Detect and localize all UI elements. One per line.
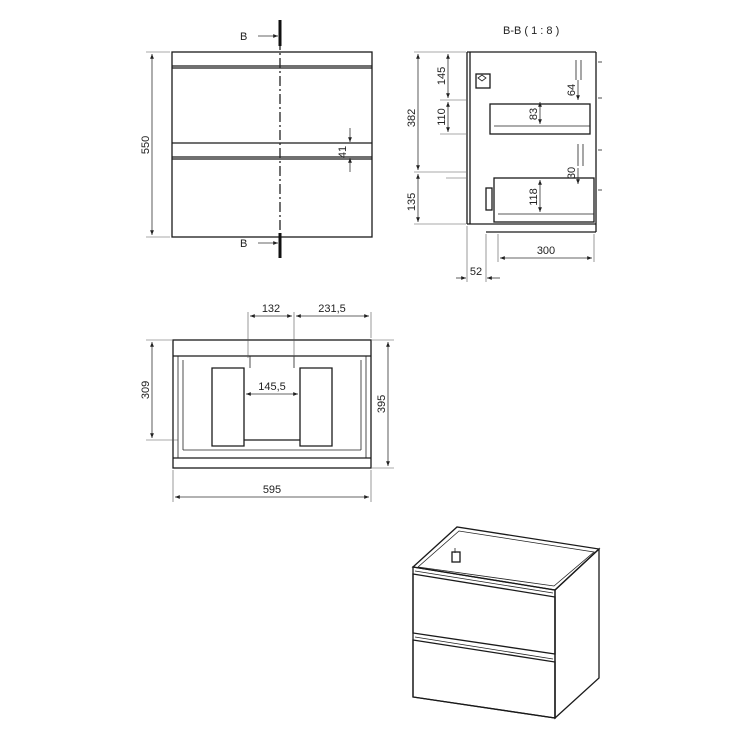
front-view: B B 550 41 — [140, 20, 373, 258]
section-view: B-B ( 1 : 8 ) 382 145 — [406, 25, 602, 282]
section-marker-bottom: B — [240, 238, 247, 250]
top-view: 132 231,5 145,5 309 395 595 — [140, 303, 394, 502]
section-title: B-B ( 1 : 8 ) — [503, 25, 559, 37]
dim-382: 382 — [406, 109, 418, 127]
section-marker-top: B — [240, 31, 247, 43]
dim-height-550: 550 — [140, 136, 152, 154]
dim-595: 595 — [263, 484, 281, 496]
isometric-view — [411, 526, 601, 720]
dim-300: 300 — [537, 245, 555, 257]
dim-30: 30 — [566, 167, 578, 179]
dim-145-5: 145,5 — [258, 381, 286, 393]
dim-395: 395 — [376, 395, 388, 413]
dim-309: 309 — [140, 381, 152, 399]
dim-gap-41: 41 — [337, 146, 349, 158]
dim-83: 83 — [528, 108, 540, 120]
dim-135: 135 — [406, 193, 418, 211]
dim-231-5: 231,5 — [318, 303, 346, 315]
dim-132: 132 — [262, 303, 280, 315]
dim-110: 110 — [436, 108, 448, 126]
dim-52: 52 — [470, 266, 482, 278]
dim-64: 64 — [566, 84, 578, 96]
dim-145: 145 — [436, 67, 448, 85]
dim-118: 118 — [528, 188, 540, 206]
